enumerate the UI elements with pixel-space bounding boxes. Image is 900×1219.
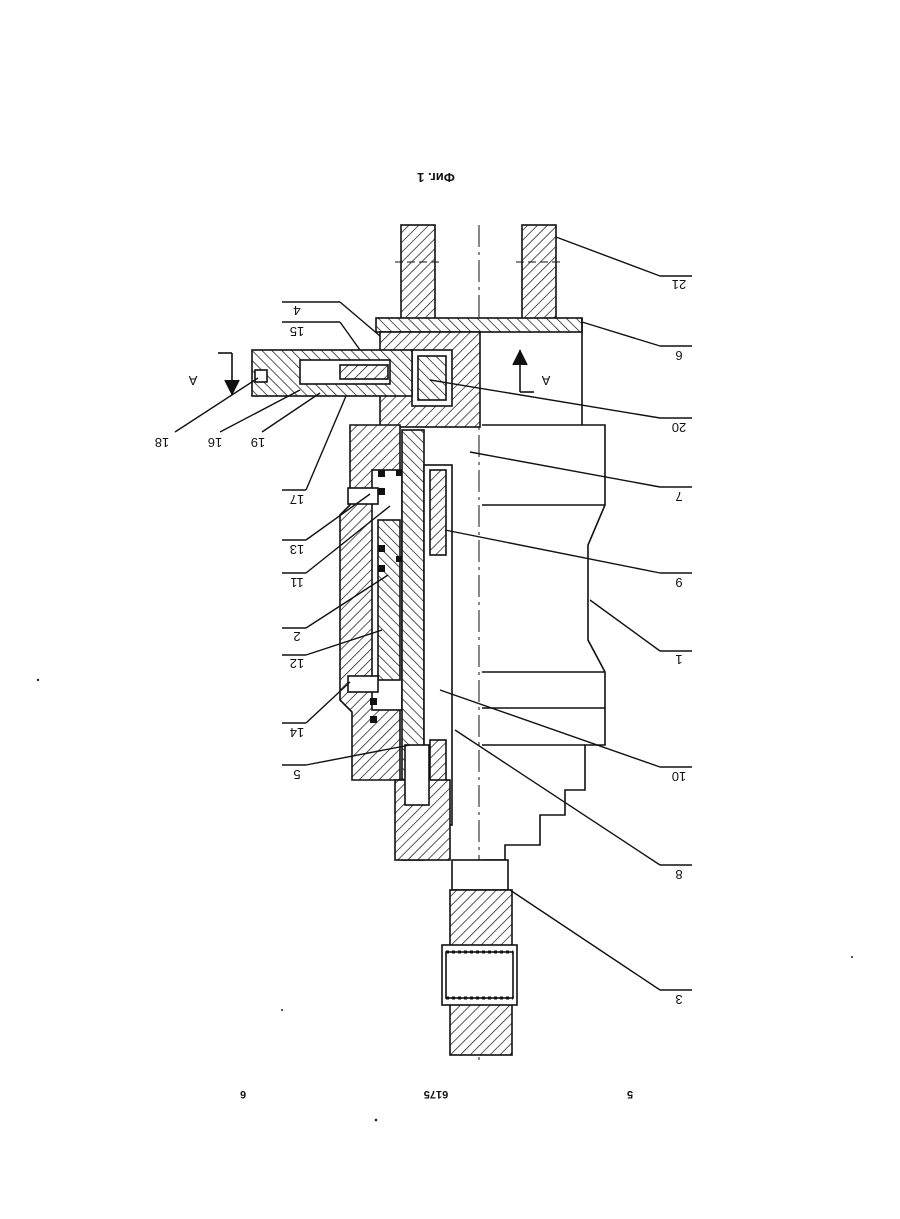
label-21: 21 — [672, 277, 686, 292]
footer-page-left: 5 — [627, 1088, 633, 1100]
flange-left — [401, 225, 435, 320]
label-1: 1 — [675, 652, 682, 667]
label-12: 12 — [290, 656, 304, 671]
flange-right — [522, 225, 556, 320]
assembly-drawing — [218, 225, 605, 1060]
shaft — [452, 860, 508, 890]
label-14: 14 — [290, 725, 304, 740]
svg-text:6: 6 — [240, 1088, 246, 1100]
svg-text:21: 21 — [672, 277, 686, 292]
svg-text:18: 18 — [155, 435, 169, 450]
label-13: 13 — [290, 542, 304, 557]
svg-text:A: A — [188, 373, 197, 388]
svg-text:15: 15 — [290, 324, 304, 339]
svg-text:17: 17 — [290, 492, 304, 507]
label-4: 4 — [293, 303, 300, 318]
svg-text:A: A — [541, 373, 550, 388]
svg-text:2: 2 — [293, 629, 300, 644]
svg-text:7: 7 — [675, 489, 682, 504]
bolt-upper — [348, 488, 378, 504]
section-label-right: A — [541, 373, 550, 388]
svg-text:16: 16 — [208, 435, 222, 450]
label-17: 17 — [290, 492, 304, 507]
label-3: 3 — [675, 992, 682, 1007]
svg-text:1: 1 — [675, 652, 682, 667]
svg-text:19: 19 — [251, 435, 265, 450]
svg-text:14: 14 — [290, 725, 304, 740]
label-6: 6 — [675, 348, 682, 363]
bolt-lower — [348, 676, 378, 692]
svg-text:6175: 6175 — [424, 1088, 448, 1100]
label-7: 7 — [675, 489, 682, 504]
svg-text:9: 9 — [675, 575, 682, 590]
svg-text:3: 3 — [675, 992, 682, 1007]
label-18: 18 — [155, 435, 169, 450]
label-10: 10 — [672, 769, 686, 784]
label-8: 8 — [675, 867, 682, 882]
label-15: 15 — [290, 324, 304, 339]
svg-text:13: 13 — [290, 542, 304, 557]
svg-text:5: 5 — [293, 767, 300, 782]
outer-case — [482, 425, 605, 860]
label-20: 20 — [672, 420, 686, 435]
section-label-left: A — [188, 373, 197, 388]
label-2: 2 — [293, 629, 300, 644]
svg-text:6: 6 — [675, 348, 682, 363]
svg-text:12: 12 — [290, 656, 304, 671]
label-5: 5 — [293, 767, 300, 782]
footer-page-right: 6 — [240, 1088, 246, 1100]
svg-text:Фиг. 1: Фиг. 1 — [417, 170, 455, 185]
svg-text:8: 8 — [675, 867, 682, 882]
figure-title: Фиг. 1 — [417, 170, 455, 185]
svg-text:4: 4 — [293, 303, 300, 318]
page-footer: 5 6175 6 — [240, 1088, 633, 1100]
svg-text:20: 20 — [672, 420, 686, 435]
svg-text:11: 11 — [290, 575, 304, 590]
svg-text:10: 10 — [672, 769, 686, 784]
label-16: 16 — [208, 435, 222, 450]
footer-doc-number: 6175 — [424, 1088, 448, 1100]
svg-text:5: 5 — [627, 1088, 633, 1100]
label-19: 19 — [251, 435, 265, 450]
base-plate — [376, 318, 582, 332]
label-9: 9 — [675, 575, 682, 590]
label-11: 11 — [290, 575, 304, 590]
